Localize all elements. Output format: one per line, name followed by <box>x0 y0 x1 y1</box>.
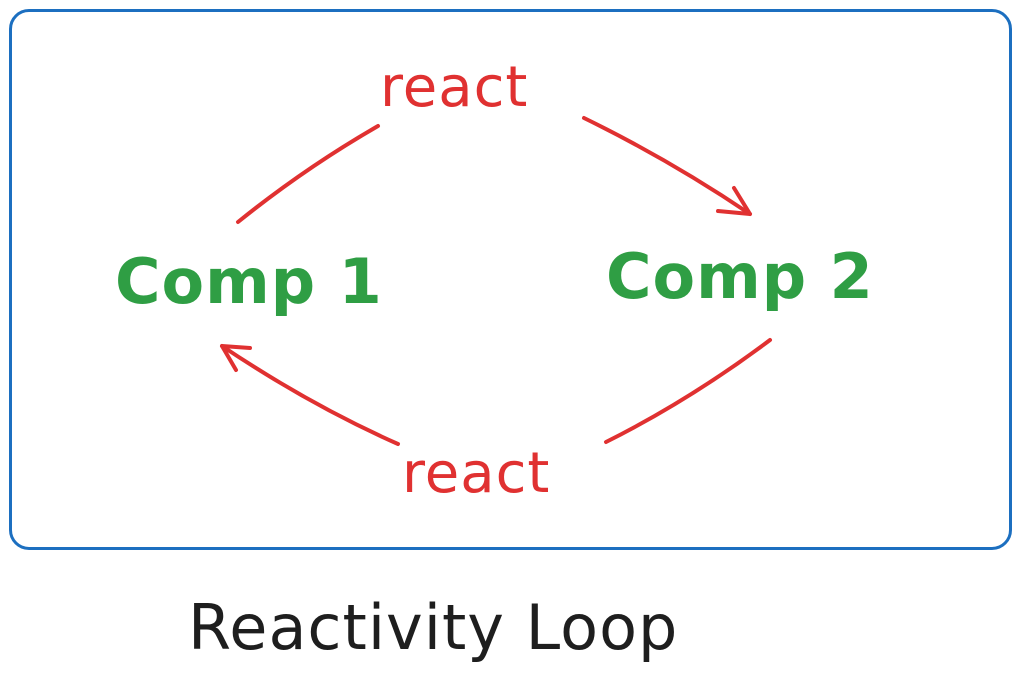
edge-top-right-line <box>582 116 752 216</box>
diagram-caption: Reactivity Loop <box>188 591 679 664</box>
node-comp-1: Comp 1 <box>115 245 383 318</box>
edge-bottom-left-line <box>220 344 400 446</box>
edge-bottom-right-line <box>604 338 772 444</box>
edge-top-right-arrowhead <box>716 186 752 216</box>
node-comp-2: Comp 2 <box>606 240 874 313</box>
edge-label-bottom: react <box>402 441 551 506</box>
diagram-frame <box>9 9 1012 550</box>
edge-label-top: react <box>380 55 529 120</box>
edge-bottom-left-arrowhead <box>220 344 252 372</box>
edge-top-left-line <box>236 124 380 224</box>
